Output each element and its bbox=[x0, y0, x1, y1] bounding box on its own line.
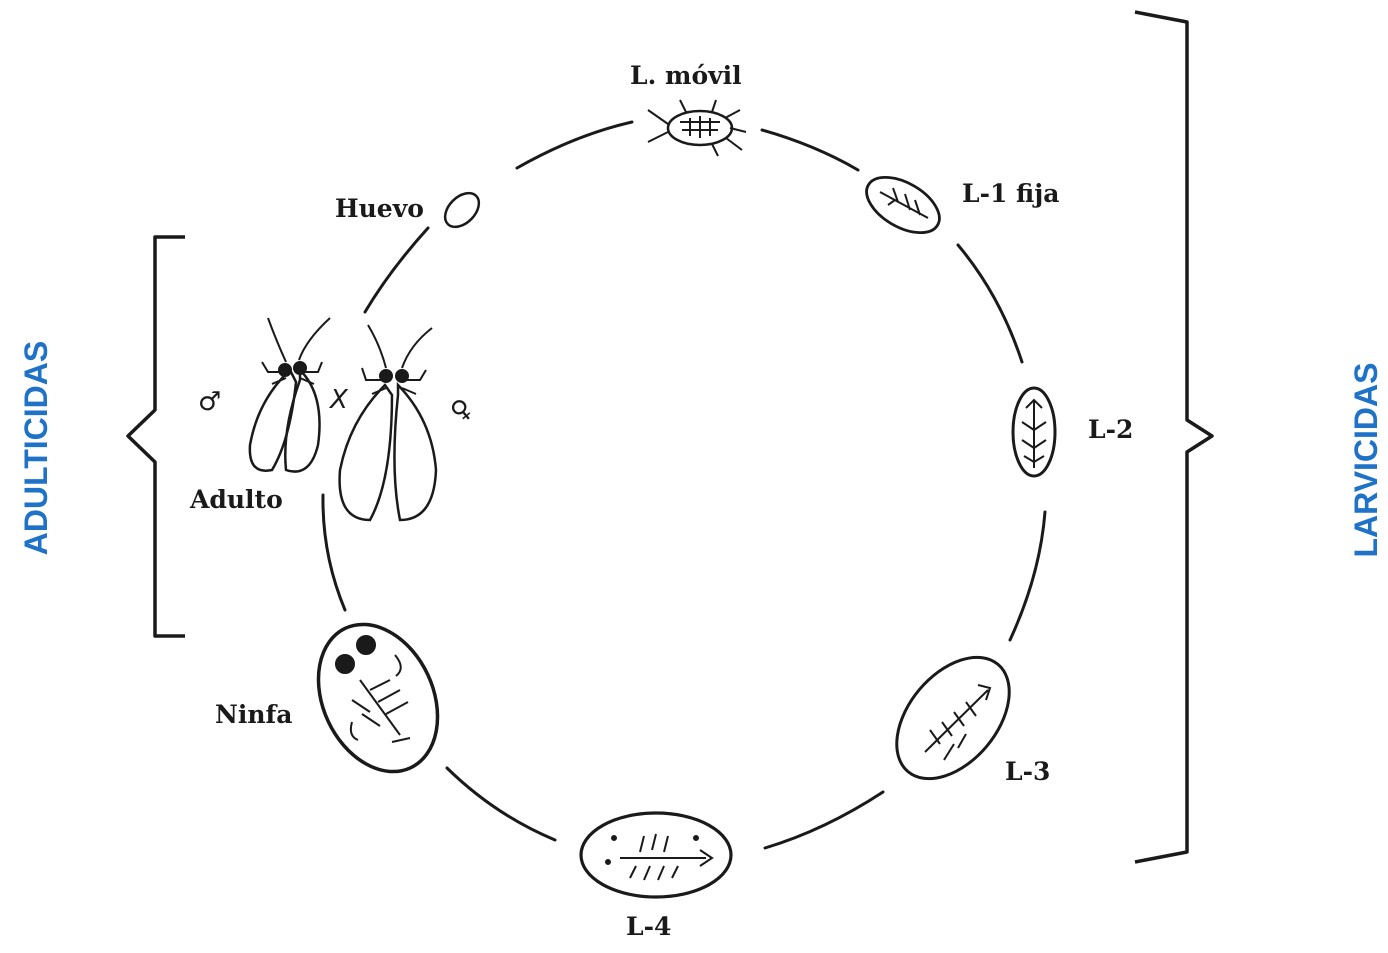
cross-symbol: X bbox=[328, 385, 349, 415]
arc-l4-ninfa bbox=[447, 768, 555, 840]
group-label-adulticidas: ADULTICIDAS bbox=[18, 341, 54, 556]
label-huevo: Huevo bbox=[335, 194, 424, 223]
l1-larva-icon bbox=[857, 166, 948, 244]
arc-lmovil-l1 bbox=[762, 130, 858, 170]
egg-icon bbox=[439, 187, 486, 234]
arc-l2-l3 bbox=[1010, 512, 1045, 640]
left-bracket bbox=[128, 237, 185, 636]
label-l4: L-4 bbox=[626, 912, 671, 941]
right-bracket bbox=[1135, 12, 1212, 862]
female-adult-icon bbox=[340, 325, 436, 520]
l2-larva-icon bbox=[1013, 388, 1055, 476]
label-l1-fija: L-1 fija bbox=[962, 179, 1059, 208]
label-ninfa: Ninfa bbox=[215, 700, 292, 729]
arc-adulto-huevo bbox=[365, 228, 428, 312]
female-symbol: ♀ bbox=[445, 393, 479, 428]
arc-l1-l2 bbox=[958, 245, 1022, 362]
arc-l3-l4 bbox=[765, 792, 883, 848]
male-symbol: ♂ bbox=[198, 387, 221, 417]
label-l-movil: L. móvil bbox=[630, 61, 742, 90]
label-l3: L-3 bbox=[1005, 757, 1050, 786]
arc-ninfa-adulto bbox=[323, 495, 345, 610]
male-adult-icon bbox=[250, 318, 330, 472]
group-label-larvicidas: LARVICIDAS bbox=[1348, 363, 1384, 558]
l4-larva-icon bbox=[581, 813, 731, 897]
arc-huevo-lmovil bbox=[517, 122, 632, 168]
mobile-larva-icon bbox=[648, 100, 746, 156]
nymph-icon bbox=[296, 605, 461, 791]
label-adulto: Adulto bbox=[189, 485, 283, 514]
label-l2: L-2 bbox=[1088, 415, 1133, 444]
